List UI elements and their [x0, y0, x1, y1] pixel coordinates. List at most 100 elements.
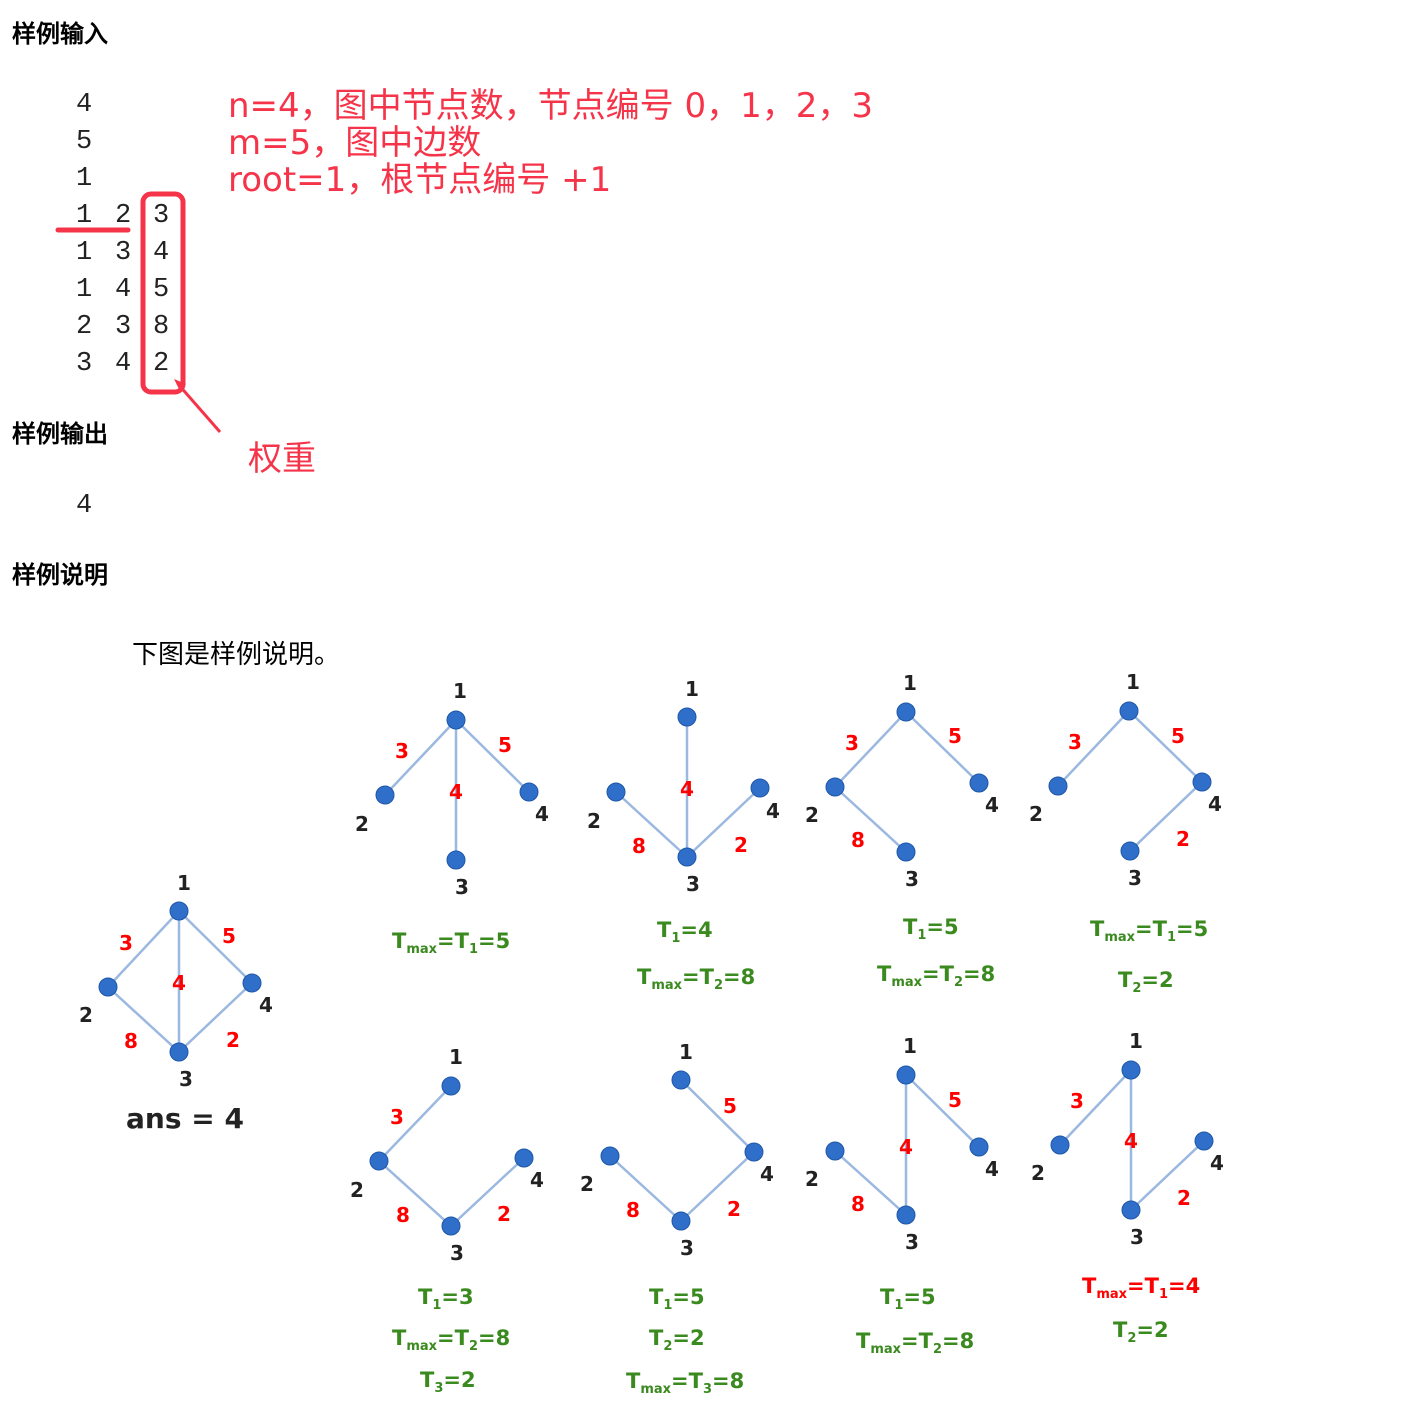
- svg-text:3: 3: [686, 872, 700, 896]
- annotation-root: root=1，根节点编号 +1: [228, 160, 612, 200]
- node-icon: [169, 901, 189, 921]
- edge-u: 1: [76, 238, 93, 268]
- edge-v: 3: [115, 312, 132, 342]
- tree-caption: T3=2: [420, 1368, 476, 1396]
- svg-text:1: 1: [679, 1040, 693, 1064]
- svg-text:4: 4: [535, 802, 549, 826]
- svg-text:3: 3: [1130, 1225, 1144, 1249]
- svg-text:2: 2: [355, 812, 369, 836]
- svg-text:1: 1: [449, 1045, 463, 1069]
- weight-label: 5: [222, 924, 236, 948]
- edge-u: 1: [76, 275, 93, 305]
- annotation-n: n=4，图中节点数，节点编号 0，1，2，3: [228, 86, 874, 126]
- svg-text:2: 2: [1029, 802, 1043, 826]
- svg-text:3: 3: [450, 1241, 464, 1265]
- svg-text:1: 1: [685, 677, 699, 701]
- svg-text:4: 4: [1208, 792, 1222, 816]
- svg-text:4: 4: [449, 780, 463, 804]
- edge-w: 8: [153, 312, 170, 342]
- svg-text:2: 2: [1177, 1186, 1191, 1210]
- edge-v: 4: [115, 349, 132, 379]
- tree-caption: Tmax=T2=8: [856, 1329, 974, 1357]
- svg-text:2: 2: [805, 803, 819, 827]
- annotation-marks: [55, 191, 222, 433]
- svg-text:3: 3: [390, 1105, 404, 1129]
- arrow-head-icon: [174, 379, 186, 391]
- svg-text:4: 4: [1210, 1151, 1224, 1175]
- tree-caption: Tmax=T1=5: [1090, 917, 1208, 945]
- sample-explanation-heading: 样例说明: [12, 561, 108, 589]
- sample-output-heading: 样例输出: [12, 420, 108, 448]
- tree-caption: T2=2: [649, 1326, 705, 1354]
- svg-text:1: 1: [1126, 670, 1140, 694]
- spanning-tree-1: 1 2 3 4 3 4 5 Tmax=T1=5: [355, 679, 549, 957]
- tree-caption: Tmax=T1=5: [392, 929, 510, 957]
- svg-text:1: 1: [903, 1034, 917, 1058]
- svg-text:4: 4: [760, 1162, 774, 1186]
- svg-text:2: 2: [497, 1202, 511, 1226]
- svg-text:2: 2: [1176, 827, 1190, 851]
- tree-caption-highlight: Tmax=T1=4: [1082, 1274, 1200, 1302]
- spanning-tree-2: 1 2 3 4 4 8 2 T1=4 Tmax=T2=8: [587, 677, 780, 993]
- weight-highlight-box: [140, 191, 186, 395]
- svg-text:5: 5: [948, 724, 962, 748]
- tree-caption: Tmax=T2=8: [877, 962, 995, 990]
- svg-text:2: 2: [350, 1178, 364, 1202]
- spanning-tree-8-answer: 1 2 3 4 3 4 2 Tmax=T1=4 T2=2: [1031, 1029, 1224, 1346]
- svg-text:2: 2: [580, 1172, 594, 1196]
- tree-caption: T1=5: [903, 915, 959, 943]
- svg-text:4: 4: [985, 793, 999, 817]
- weight-label: 3: [119, 931, 133, 955]
- svg-text:8: 8: [626, 1198, 640, 1222]
- svg-text:3: 3: [1068, 730, 1082, 754]
- svg-text:5: 5: [498, 733, 512, 757]
- annotation-m: m=5，图中边数: [228, 123, 482, 163]
- svg-text:8: 8: [396, 1203, 410, 1227]
- spanning-tree-3: 1 2 3 4 3 5 8 T1=5 Tmax=T2=8: [805, 671, 999, 990]
- tree-caption: T1=4: [657, 918, 713, 946]
- edge-u: 3: [76, 349, 93, 379]
- svg-text:2: 2: [1031, 1161, 1045, 1185]
- svg-text:3: 3: [905, 867, 919, 891]
- svg-text:2: 2: [727, 1197, 741, 1221]
- sample-output-value: 4: [76, 491, 93, 521]
- edge-w: 2: [153, 349, 170, 379]
- svg-text:3: 3: [1070, 1089, 1084, 1113]
- svg-text:3: 3: [845, 731, 859, 755]
- svg-text:8: 8: [632, 834, 646, 858]
- node-icon: [242, 973, 262, 993]
- input-line-n: 4: [76, 90, 93, 120]
- svg-text:4: 4: [766, 799, 780, 823]
- svg-text:5: 5: [948, 1088, 962, 1112]
- node-icon: [98, 977, 118, 997]
- tree-caption: Tmax=T2=8: [392, 1326, 510, 1354]
- svg-text:2: 2: [587, 809, 601, 833]
- weight-label: 8: [124, 1029, 138, 1053]
- input-line-root: 1: [76, 164, 93, 194]
- full-graph: 1 2 3 4 3 4 5 8 2 ans = 4: [79, 871, 273, 1135]
- svg-text:3: 3: [1128, 866, 1142, 890]
- explanation-text: 下图是样例说明。: [132, 640, 341, 670]
- input-line-m: 5: [76, 127, 93, 157]
- svg-text:1: 1: [903, 671, 917, 695]
- svg-text:4: 4: [530, 1168, 544, 1192]
- svg-text:3: 3: [395, 739, 409, 763]
- svg-text:2: 2: [734, 833, 748, 857]
- node-label: 2: [79, 1003, 93, 1027]
- node-icon: [169, 1042, 189, 1062]
- tree-caption: T1=3: [418, 1285, 474, 1313]
- node-label: 4: [259, 993, 273, 1017]
- svg-text:3: 3: [455, 875, 469, 899]
- tree-caption: T1=5: [880, 1285, 936, 1313]
- arrow-line: [176, 383, 222, 433]
- svg-text:4: 4: [899, 1135, 913, 1159]
- svg-text:8: 8: [851, 1192, 865, 1216]
- svg-text:8: 8: [851, 828, 865, 852]
- svg-text:4: 4: [680, 777, 694, 801]
- sample-input-heading: 样例输入: [12, 20, 108, 48]
- tree-caption: T1=5: [649, 1285, 705, 1313]
- svg-text:1: 1: [453, 679, 467, 703]
- svg-text:5: 5: [1171, 724, 1185, 748]
- edge-w: 4: [153, 238, 170, 268]
